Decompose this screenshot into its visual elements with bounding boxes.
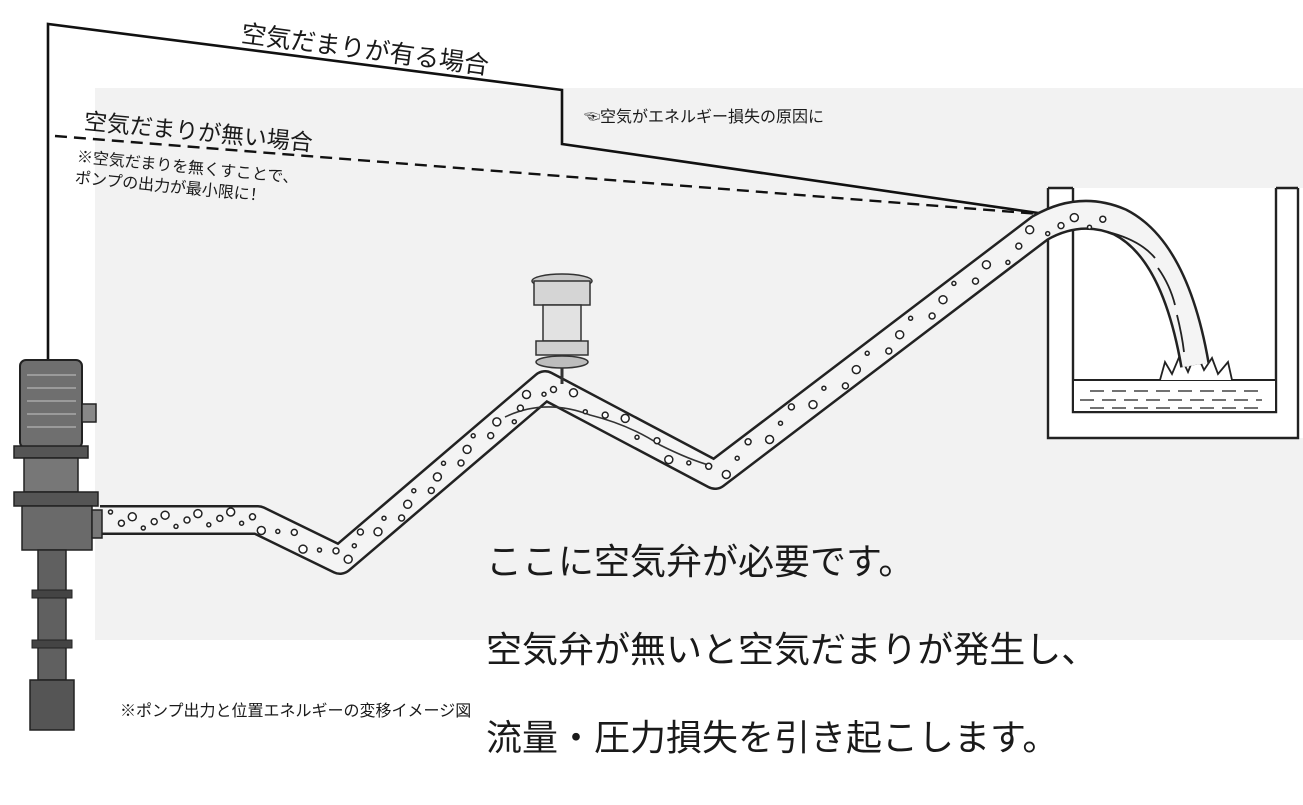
air-bubble — [117, 519, 126, 527]
air-bubble — [1057, 221, 1065, 230]
main-message-line-1: ここに空気弁が必要です。 — [486, 542, 915, 583]
air-bubble — [734, 455, 740, 461]
air-bubble — [427, 486, 436, 495]
diagram-stage: 空気だまりが有る場合 空気だまりが無い場合 ※空気だまりを無くすことで、 ポンプ… — [13, 19, 1303, 759]
vertical-pump-icon — [13, 359, 103, 731]
air-bubble — [549, 385, 558, 394]
main-message: ここに空気弁が必要です。 空気弁が無いと空気だまりが発生し、 流量・圧力損失を引… — [486, 497, 1097, 805]
air-bubble — [541, 391, 547, 397]
energy-line-with-air — [46, 22, 1053, 360]
air-bubble — [951, 280, 957, 287]
air-bubble — [744, 438, 752, 446]
air-bubble — [351, 542, 358, 549]
air-bubble — [568, 388, 579, 398]
air-bubble — [290, 528, 299, 537]
air-valve-icon — [531, 273, 593, 384]
energy-line-without-air — [54, 134, 1053, 217]
diagram-canvas — [13, 22, 1303, 731]
air-bubble — [356, 528, 365, 536]
air-bubble — [1099, 215, 1107, 223]
air-bubble — [206, 522, 212, 528]
air-bubble — [787, 403, 796, 411]
air-bubbles — [107, 212, 1107, 565]
air-bubble — [864, 350, 870, 357]
air-bubble — [470, 433, 476, 439]
energy-loss-cause-label: ☜空気がエネルギー損失の原因に — [584, 107, 825, 126]
air-bubble — [664, 454, 674, 465]
air-bubble — [193, 508, 203, 519]
air-bubble — [981, 259, 992, 270]
air-bubble — [1069, 212, 1080, 223]
air-bubble — [486, 431, 495, 440]
air-bubble — [248, 513, 257, 521]
air-bubble — [402, 499, 413, 510]
air-bubble — [238, 520, 245, 526]
air-bubble — [938, 294, 948, 305]
main-message-line-3: 流量・圧力損失を引き起こします。 — [486, 718, 1059, 759]
air-bubble — [173, 523, 179, 530]
air-bubble — [216, 514, 224, 523]
air-bubble — [373, 527, 383, 537]
air-bubble — [492, 417, 502, 427]
air-bubble — [343, 554, 353, 565]
air-bubble — [256, 525, 267, 536]
air-bubble — [225, 507, 236, 517]
air-bubble — [907, 315, 914, 322]
air-bubble — [1024, 225, 1035, 235]
air-bubble — [971, 277, 980, 285]
air-bubble — [653, 436, 661, 445]
air-bubble — [140, 525, 147, 531]
air-bubble — [704, 462, 713, 471]
air-bubble — [1044, 230, 1051, 237]
air-bubble — [275, 528, 281, 535]
air-bubble — [808, 399, 818, 410]
air-pocket-boundary — [504, 406, 713, 467]
air-bubble — [381, 515, 387, 521]
pipe-body — [100, 202, 1208, 573]
main-message-line-2: 空気弁が無いと空気だまりが発生し、 — [486, 630, 1098, 671]
air-bubble — [928, 312, 936, 320]
air-bubble — [107, 509, 114, 515]
air-bubble — [462, 444, 472, 455]
air-bubble — [777, 420, 784, 426]
air-bubble — [634, 434, 640, 441]
air-bubble — [764, 434, 775, 445]
air-bubble — [620, 413, 630, 424]
air-bubble — [1015, 242, 1023, 250]
air-bubble — [894, 329, 905, 340]
air-bubble — [885, 347, 893, 355]
air-bubble — [582, 408, 589, 415]
air-bubble — [511, 418, 518, 425]
air-bubble — [686, 460, 692, 466]
air-bubble — [397, 514, 406, 522]
figure-caption: ※ポンプ出力と位置エネルギーの変移イメージ図 — [120, 701, 472, 720]
air-bubble — [440, 460, 447, 467]
air-bubble — [457, 459, 465, 467]
air-bubble — [160, 510, 170, 520]
air-bubble — [841, 382, 850, 390]
air-bubble — [183, 516, 191, 524]
air-bubble — [601, 411, 609, 419]
air-bubble — [521, 389, 532, 400]
air-bubble — [1086, 224, 1093, 230]
air-bubble — [1005, 259, 1011, 266]
air-bubble — [316, 547, 323, 553]
air-bubble — [411, 487, 417, 494]
flow-streaks — [1107, 231, 1185, 353]
air-bubble — [127, 512, 138, 522]
air-bubble — [721, 469, 732, 480]
air-bubble — [298, 544, 308, 554]
air-bubble — [150, 517, 158, 526]
air-bubble — [851, 364, 862, 375]
air-bubble — [516, 404, 525, 412]
air-bubble — [332, 547, 340, 555]
air-bubble — [432, 472, 443, 482]
air-bubble — [821, 385, 827, 391]
